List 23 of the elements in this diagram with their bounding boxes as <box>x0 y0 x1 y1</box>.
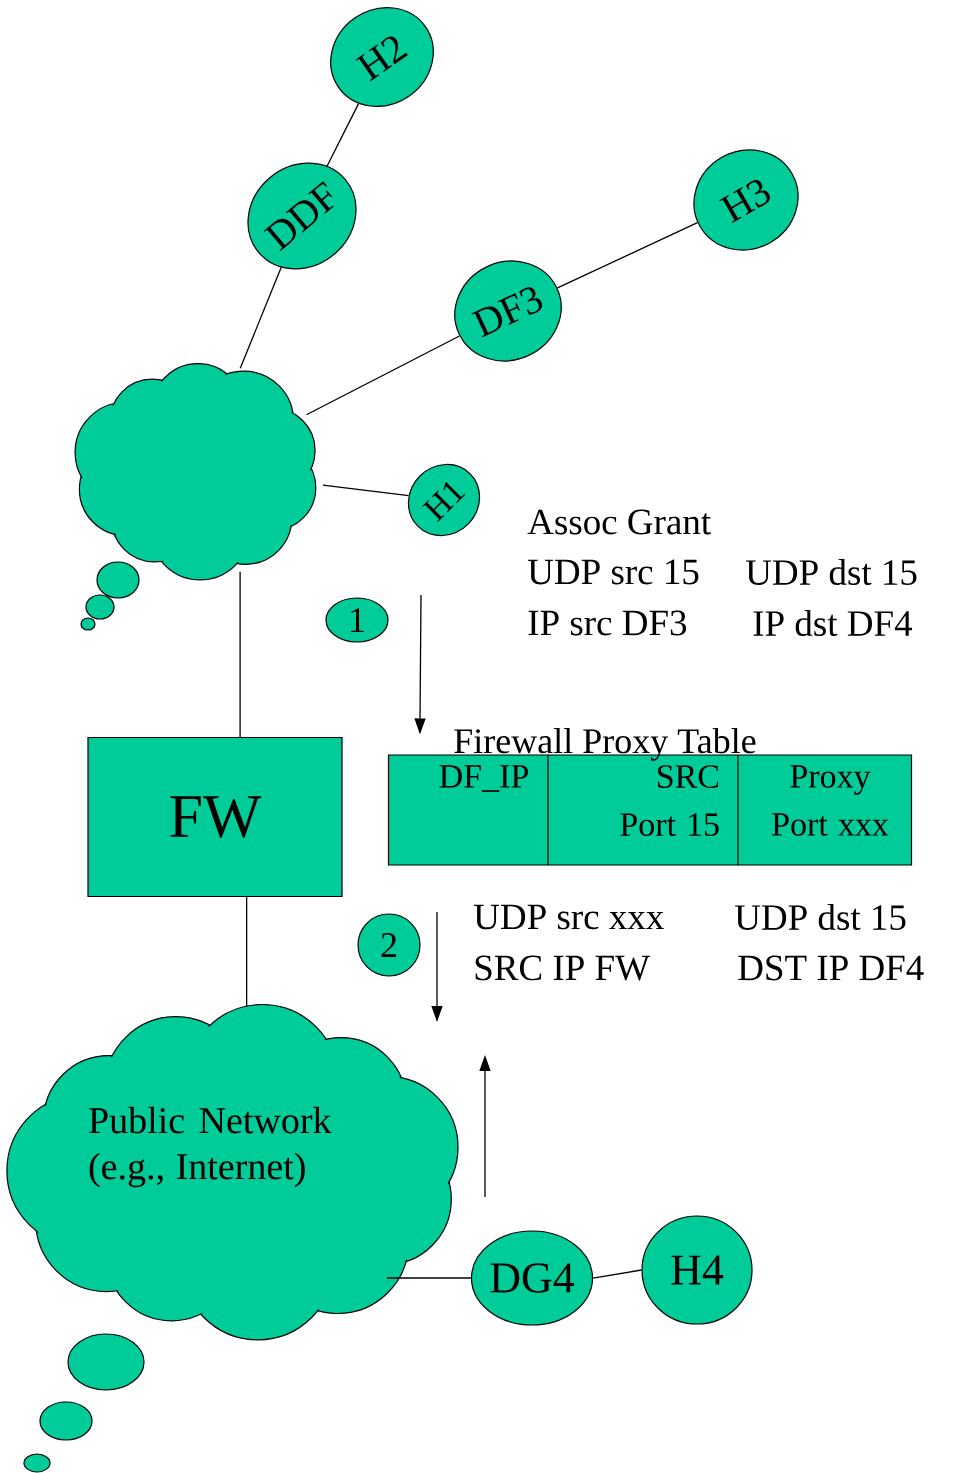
link-line <box>322 484 410 497</box>
packet-label: UDP src 15 <box>528 559 699 585</box>
link-line <box>246 896 248 1008</box>
cloud <box>74 363 317 631</box>
packet-label: UDP src xxx <box>474 904 664 930</box>
packet-label: IP dst DF4 <box>753 610 912 637</box>
packet-label: DST IP DF4 <box>738 955 924 981</box>
link-line <box>305 335 461 416</box>
packet-label: UDP dst 15 <box>735 904 906 931</box>
cloud: Public Network (e.g., Internet) <box>6 1003 459 1473</box>
firewall-box: FW <box>87 736 343 898</box>
link-line <box>239 266 282 369</box>
packet-label: UDP dst 15 <box>746 559 917 586</box>
link-line <box>556 222 699 289</box>
proxy-table: Firewall Proxy Table DF_IP SRC Port 15 Proxy Port xxx <box>387 728 913 866</box>
packet-label: SRC IP FW <box>475 955 650 981</box>
link-line <box>239 571 241 738</box>
packet-label: Assoc Grant <box>527 509 711 535</box>
node-label: Firewall Proxy Table <box>454 728 756 761</box>
link-line <box>326 102 360 167</box>
link-line <box>386 1277 472 1279</box>
link-line <box>592 1269 643 1279</box>
packet-label: IP src DF3 <box>528 610 687 636</box>
